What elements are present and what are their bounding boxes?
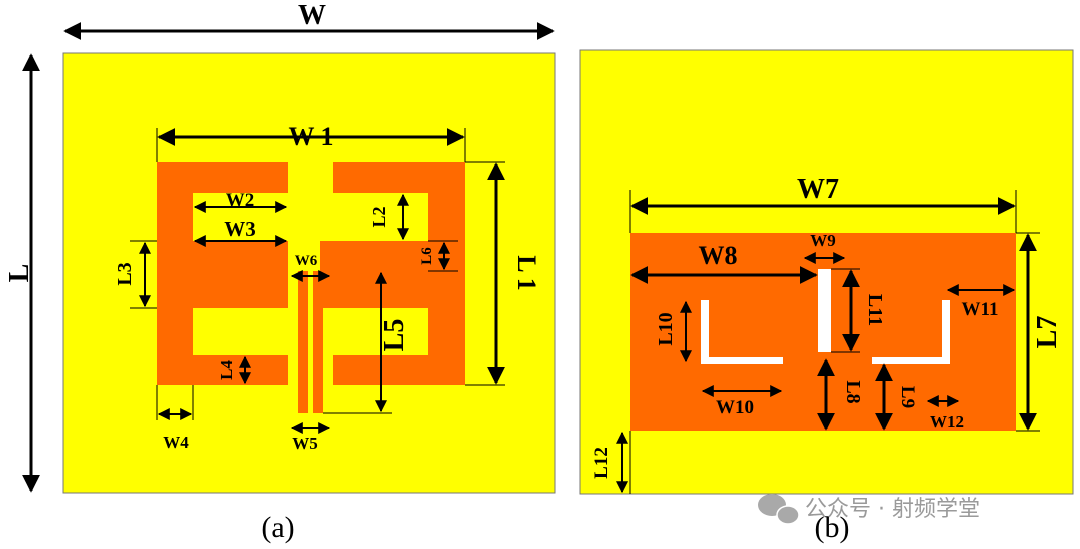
label-W3: W3 [224,217,256,241]
slot-left-vertical [701,300,709,363]
label-L3: L3 [114,262,136,285]
label-L: L [4,264,35,283]
slots [701,269,950,364]
guide-lines-b [629,190,1040,494]
label-W12: W12 [930,412,964,431]
slot-right-vertical [942,300,950,363]
caption-a: (a) [261,511,294,544]
label-L2: L2 [369,206,389,227]
caption-b: (b) [815,511,850,544]
slot-left-horizontal [701,357,783,364]
dimension-arrows-a [22,22,555,493]
slot-right-horizontal [872,357,950,364]
label-L6: L6 [419,247,435,265]
label-L5: L5 [379,319,410,352]
label-W2: W2 [226,190,255,211]
label-W: W [298,0,326,31]
panel-a: W L W 1 L 1 W2 W3 L2 L3 L4 L5 L6 W4 W5 W… [4,0,556,544]
watermark: 公众号 · 射频学堂 [758,494,980,525]
label-L4: L4 [217,360,236,380]
patch-left [157,162,288,385]
feed-strip-left [298,271,308,413]
watermark-text: 公众号 · 射频学堂 [805,497,980,522]
feed-strip-right [313,271,323,413]
label-W10: W10 [716,397,754,418]
label-W8: W8 [699,241,738,270]
dimension-arrows-a-small [139,193,450,434]
label-L10: L10 [655,312,677,345]
label-W7: W7 [797,174,839,205]
patch-right [320,162,465,385]
dimension-arrows-b [630,197,1037,431]
dimension-arrows-b-small [616,252,1016,494]
label-L7: L7 [1032,316,1063,349]
label-W9: W9 [810,231,836,250]
label-L1: L 1 [512,255,541,290]
slot-center [818,269,831,352]
label-W6: W6 [295,253,318,269]
label-L8: L8 [842,380,864,403]
label-W1: W 1 [288,122,333,151]
label-L12: L12 [591,447,612,479]
guide-lines-a [130,128,505,420]
label-L9: L9 [897,386,918,408]
label-L11: L11 [864,294,886,326]
panel-b: W7 W8 W9 W10 W11 W12 L7 L8 L9 L10 L11 L1… [579,49,1074,544]
label-W4: W4 [163,433,189,452]
label-W11: W11 [962,299,999,320]
label-W5: W5 [292,434,318,453]
wechat-icon [758,494,800,525]
